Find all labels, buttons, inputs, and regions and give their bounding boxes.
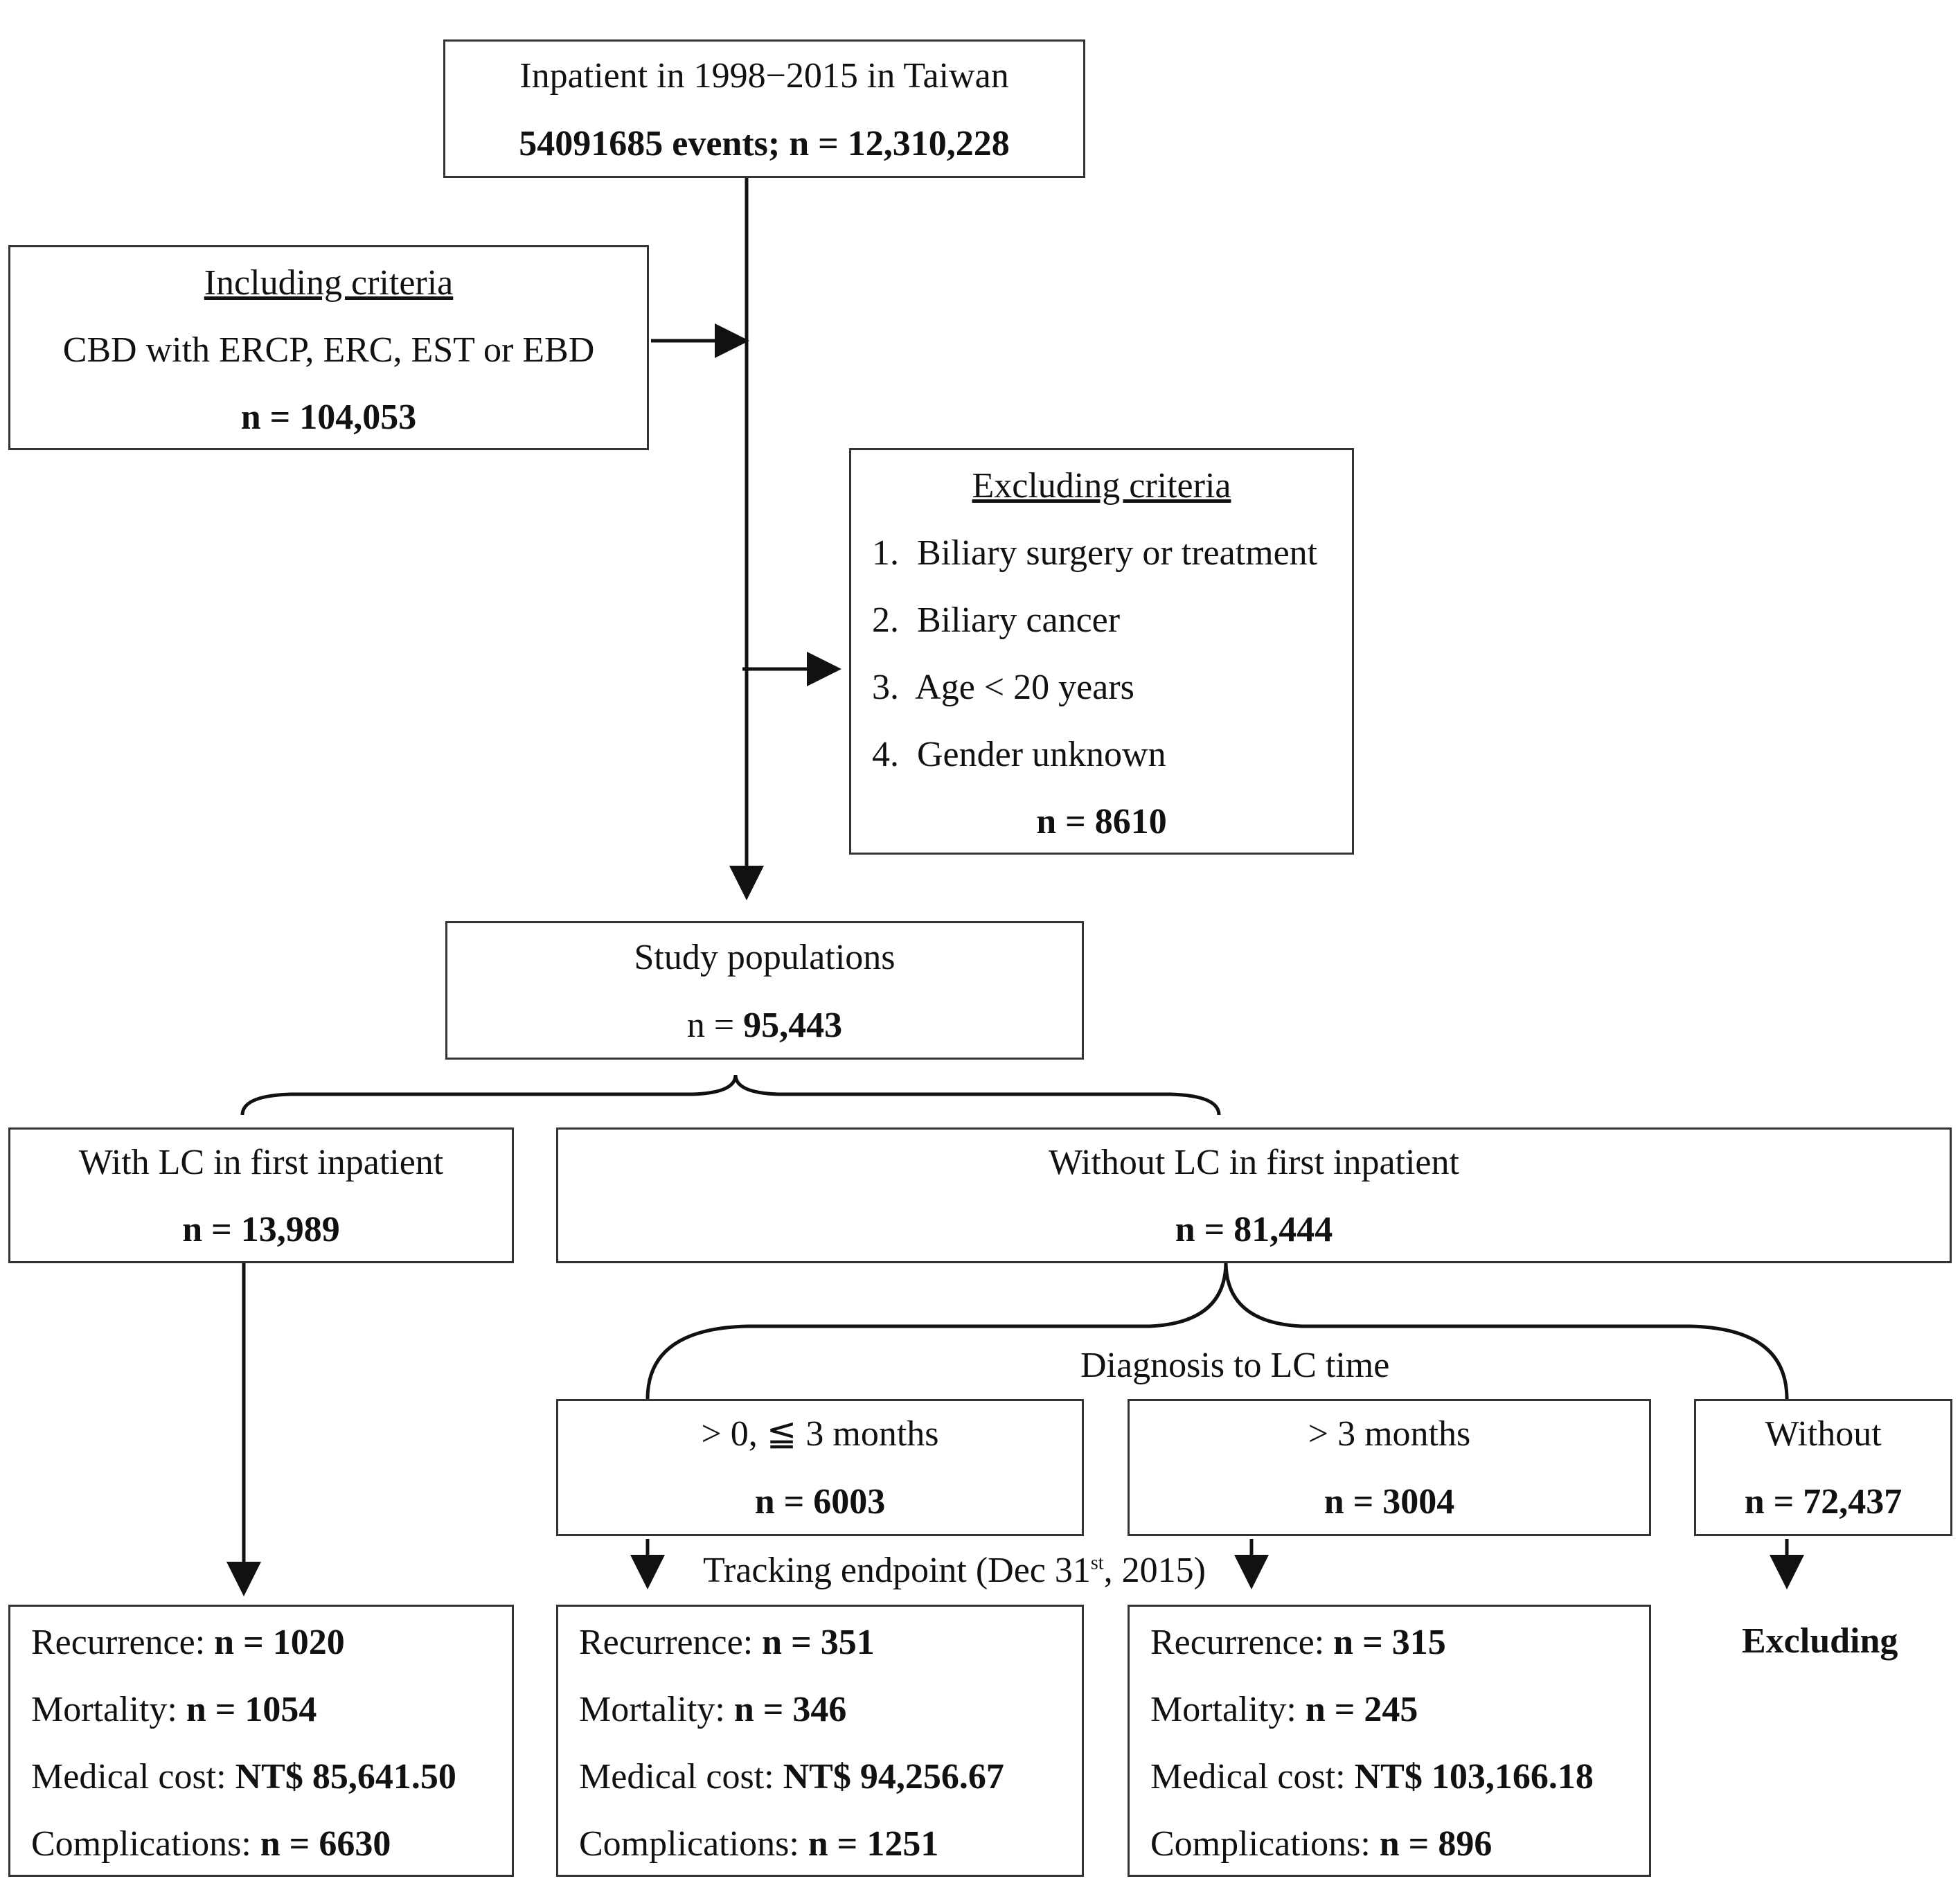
outcome-cost: Medical cost: NT$ 85,641.50 [10,1756,512,1798]
outcome-value: n = 1020 [214,1623,345,1662]
none-outcome-excluding: Excluding [1742,1621,1898,1661]
short-group-count: n = 6003 [754,1482,886,1522]
long-outcome-box: Recurrence: n = 315 Mortality: n = 245 M… [1128,1605,1651,1877]
excluding-item-number: 3. [872,668,899,707]
outcome-cost: Medical cost: NT$ 94,256.67 [558,1756,1082,1798]
outcome-value: n = 1251 [808,1824,939,1864]
excluding-item-text: Biliary surgery or treatment [917,533,1318,573]
outcome-label: Recurrence: [1150,1623,1334,1662]
short-outcome-box: Recurrence: n = 351 Mortality: n = 346 M… [556,1605,1084,1877]
excluding-heading: Excluding criteria [972,466,1231,506]
outcome-value: n = 351 [762,1623,875,1662]
including-criteria-box: Including criteria CBD with ERCP, ERC, E… [8,245,649,450]
outcome-label: Recurrence: [31,1623,215,1662]
outcome-mortality: Mortality: n = 346 [558,1689,1082,1731]
including-count: n = 104,053 [240,398,417,437]
study-title: Study populations [634,938,896,977]
excluding-item-number: 1. [872,533,899,573]
excluding-criteria-box: Excluding criteria 1. Biliary surgery or… [849,448,1354,855]
excluding-item-number: 2. [872,600,899,640]
without-lc-count: n = 81,444 [1175,1210,1333,1249]
outcome-label: Medical cost: [579,1757,783,1797]
outcome-complications: Complications: n = 1251 [558,1824,1082,1865]
short-group-box: > 0, ≦ 3 months n = 6003 [556,1399,1084,1536]
study-count-value: 95,443 [743,1006,843,1045]
source-title: Inpatient in 1998−2015 in Taiwan [519,56,1009,96]
study-count: n = 95,443 [447,1005,1082,1046]
outcome-label: Medical cost: [1150,1757,1355,1797]
study-brace [240,1074,1221,1116]
outcome-value: n = 896 [1379,1824,1493,1864]
excluding-count: n = 8610 [1036,802,1167,841]
outcome-label: Complications: [1150,1824,1380,1864]
including-heading: Including criteria [204,263,454,303]
excluding-item-3: 3. Age < 20 years [851,667,1352,708]
outcome-recurrence: Recurrence: n = 315 [1130,1622,1649,1664]
outcome-label: Mortality: [1150,1690,1306,1729]
excluding-item-text: Gender unknown [917,735,1166,774]
excluding-item-text: Age < 20 years [915,668,1134,707]
none-group-box: Without n = 72,437 [1694,1399,1952,1536]
long-group-box: > 3 months n = 3004 [1128,1399,1651,1536]
outcome-value: n = 315 [1333,1623,1446,1662]
excluding-item-1: 1. Biliary surgery or treatment [851,533,1352,574]
study-populations-box: Study populations n = 95,443 [445,921,1084,1060]
outcome-value: n = 6630 [260,1824,391,1864]
outcome-value: n = 1054 [186,1690,317,1729]
outcome-label: Mortality: [31,1690,186,1729]
with-lc-box: With LC in first inpatient n = 13,989 [8,1127,514,1263]
outcome-value: n = 346 [733,1690,847,1729]
outcome-value: n = 245 [1305,1690,1418,1729]
excluding-item-4: 4. Gender unknown [851,734,1352,776]
outcome-value: NT$ 85,641.50 [235,1757,456,1797]
tracking-suffix: , 2015) [1103,1551,1206,1590]
outcome-complications: Complications: n = 896 [1130,1824,1649,1865]
with-lc-title: With LC in first inpatient [78,1143,444,1182]
long-group-title: > 3 months [1308,1414,1471,1454]
outcome-recurrence: Recurrence: n = 1020 [10,1622,512,1664]
excluding-item-number: 4. [872,735,899,774]
without-lc-brace [645,1261,1789,1400]
source-count: 54091685 events; n = 12,310,228 [519,124,1010,163]
study-count-prefix: n = [686,1006,744,1045]
outcome-label: Complications: [31,1824,260,1864]
outcome-value: NT$ 103,166.18 [1354,1757,1594,1797]
diagnosis-label: Diagnosis to LC time [1080,1346,1390,1385]
outcome-complications: Complications: n = 6630 [10,1824,512,1865]
outcome-mortality: Mortality: n = 245 [1130,1689,1649,1731]
with-lc-count: n = 13,989 [182,1210,340,1249]
tracking-prefix: Tracking endpoint (Dec 31 [703,1551,1091,1590]
tracking-sup: st [1090,1552,1104,1574]
none-group-count: n = 72,437 [1744,1482,1903,1522]
outcome-label: Recurrence: [579,1623,763,1662]
outcome-label: Complications: [579,1824,808,1864]
with-lc-outcome-box: Recurrence: n = 1020 Mortality: n = 1054… [8,1605,514,1877]
tracking-endpoint-label: Tracking endpoint (Dec 31st, 2015) [703,1550,1206,1592]
outcome-cost: Medical cost: NT$ 103,166.18 [1130,1756,1649,1798]
excluding-item-text: Biliary cancer [917,600,1121,640]
without-lc-box: Without LC in first inpatient n = 81,444 [556,1127,1952,1263]
including-criteria-text: CBD with ERCP, ERC, EST or EBD [62,330,595,370]
none-group-title: Without [1765,1414,1882,1454]
source-box: Inpatient in 1998−2015 in Taiwan 5409168… [443,39,1085,178]
outcome-value: NT$ 94,256.67 [783,1757,1004,1797]
long-group-count: n = 3004 [1324,1482,1455,1522]
outcome-label: Mortality: [579,1690,734,1729]
outcome-recurrence: Recurrence: n = 351 [558,1622,1082,1664]
excluding-item-2: 2. Biliary cancer [851,600,1352,641]
outcome-label: Medical cost: [31,1757,235,1797]
outcome-mortality: Mortality: n = 1054 [10,1689,512,1731]
without-lc-title: Without LC in first inpatient [1049,1143,1459,1182]
short-group-title: > 0, ≦ 3 months [701,1414,939,1454]
